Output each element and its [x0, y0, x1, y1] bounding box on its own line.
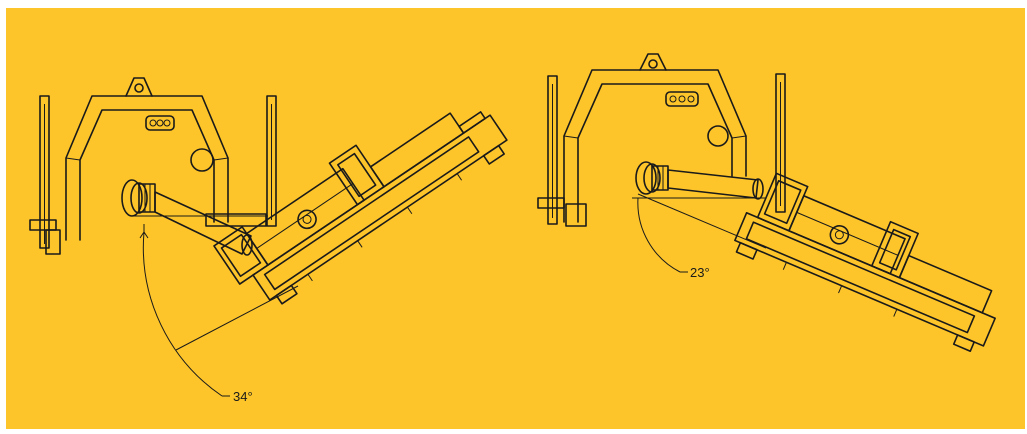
- background: [6, 8, 1025, 429]
- tilted-machine-body-2: [734, 172, 996, 353]
- angle-label-23: 23°: [690, 265, 710, 280]
- left-stand-post-2: [537, 75, 587, 227]
- right-stand-post: [266, 95, 277, 227]
- gantry-frame-2: [563, 53, 747, 223]
- right-machine-diagram: 23°: [537, 53, 996, 353]
- right-stand-post-2: [775, 73, 786, 213]
- diagram-svg: 34°: [6, 8, 1025, 429]
- angle-label-34: 34°: [233, 389, 253, 404]
- diagram-canvas: 34°: [6, 8, 1025, 429]
- angle-dimension-23: [632, 193, 767, 273]
- left-machine-diagram: 34°: [29, 77, 508, 404]
- angle-dimension-34: [132, 215, 299, 397]
- tilted-machine-body: [213, 111, 508, 305]
- left-stand-post: [29, 95, 61, 255]
- gantry-frame: [65, 77, 229, 241]
